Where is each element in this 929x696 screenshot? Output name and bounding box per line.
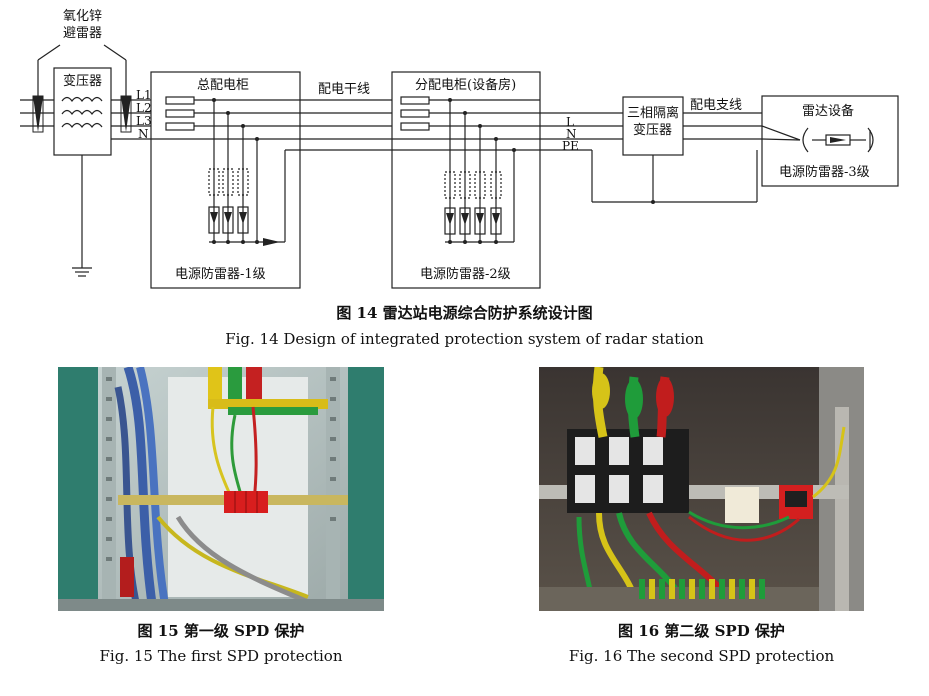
spd2-label: 电源防雷器-2级 [420, 267, 511, 282]
branch-line-label: 配电支线 [690, 98, 743, 113]
n-label: N [138, 127, 149, 141]
isolation-transformer-label-1: 三相隔离 [627, 106, 680, 121]
l1-label: L1 [136, 88, 152, 102]
n2-label: N [566, 127, 577, 141]
fig14-caption-cn: 图 14 雷达站电源综合防护系统设计图 [336, 304, 593, 322]
fig16-photo [539, 367, 864, 611]
sub-cabinet-label: 分配电柜(设备房) [415, 78, 517, 93]
zno-arrester-label-2: 避雷器 [63, 26, 103, 41]
spd3-label: 电源防雷器-3级 [779, 165, 870, 180]
fig15-caption-cn: 图 15 第一级 SPD 保护 [137, 622, 305, 640]
zno-arrester-label-1: 氧化锌 [63, 9, 103, 24]
transformer-label: 变压器 [63, 74, 103, 89]
l-label: L [566, 115, 574, 129]
power-protection-diagram [20, 44, 899, 289]
fig15-photo [58, 367, 384, 611]
radar-equipment-label: 雷达设备 [802, 104, 855, 119]
pe-label: PE [562, 139, 579, 153]
fig14-caption-en: Fig. 14 Design of integrated protection … [225, 330, 704, 348]
l2-label: L2 [136, 101, 152, 115]
fig16-caption-en: Fig. 16 The second SPD protection [568, 647, 835, 665]
l3-label: L3 [136, 114, 152, 128]
fig16-caption-cn: 图 16 第二级 SPD 保护 [618, 622, 785, 640]
main-feeder-label: 配电干线 [318, 82, 371, 97]
main-cabinet-label: 总配电柜 [197, 78, 250, 93]
spd1-label: 电源防雷器-1级 [175, 267, 266, 282]
isolation-transformer-label-2: 变压器 [633, 123, 673, 138]
fig15-caption-en: Fig. 15 The first SPD protection [99, 647, 343, 665]
